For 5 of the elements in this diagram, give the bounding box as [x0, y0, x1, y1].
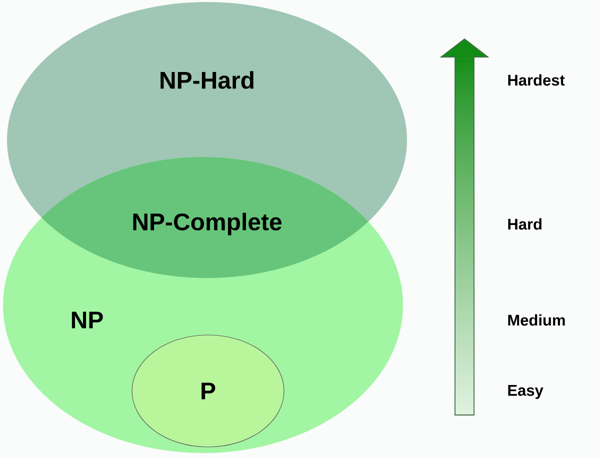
- difficulty-label: Easy: [508, 385, 544, 399]
- difficulty-label: Medium: [508, 314, 565, 326]
- overlap-region: NP-Complete: [42, 157, 368, 278]
- difficulty-label: Hardest: [508, 74, 565, 86]
- difficulty-label: Hard: [508, 218, 542, 230]
